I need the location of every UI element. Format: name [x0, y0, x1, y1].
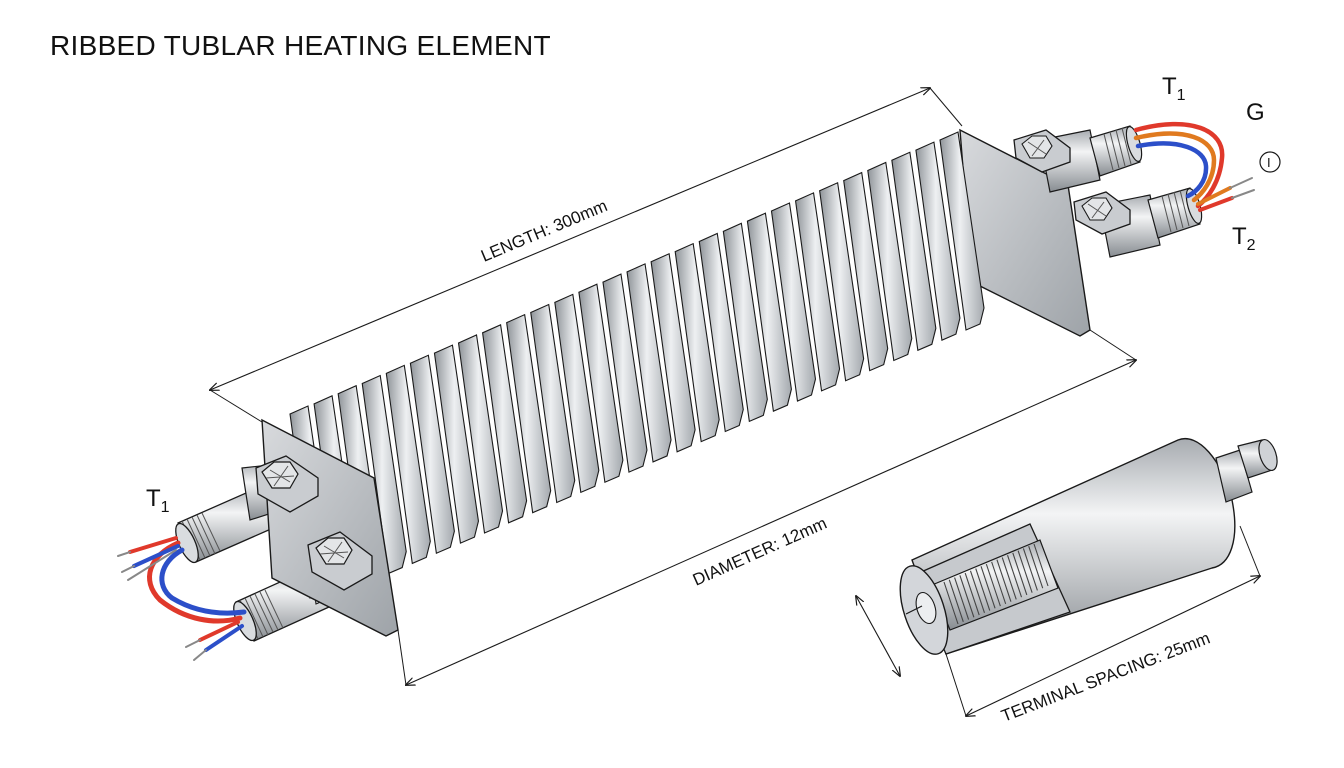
coil-winding [943, 581, 959, 625]
cooling-fins [289, 131, 985, 605]
right-terminal-stud-lower [1073, 187, 1203, 258]
left-wires [117, 536, 247, 661]
hex-nut-upper-left [255, 455, 319, 513]
terminal-subscript: 1 [161, 499, 170, 516]
terminal-letter: T [146, 485, 161, 512]
cutaway-detail [899, 437, 1278, 655]
terminal-label-t1-left: T1 [146, 485, 170, 516]
circle-mark-text: I [1267, 155, 1271, 170]
right-terminal-stud-upper [1013, 125, 1143, 193]
right-terminal-assembly [1013, 121, 1255, 258]
terminal-letter: T [1162, 73, 1177, 100]
circle-mark: I [1259, 151, 1281, 173]
svg-text:T1: T1 [1162, 73, 1186, 104]
fin [939, 131, 985, 331]
right-wires [1133, 121, 1255, 212]
svg-text:T2: T2 [1232, 223, 1256, 254]
terminal-label-t1-right: T1 [1162, 73, 1186, 104]
terminal-subscript: 2 [1247, 237, 1256, 254]
diameter-label: DIAMETER: 12mm [690, 514, 830, 590]
terminal-label-ground: G [1246, 99, 1265, 126]
terminal-spacing-label: TERMINAL SPACING: 25mm [999, 628, 1213, 725]
svg-text:T1: T1 [146, 485, 170, 516]
hex-nut-lower-left [307, 531, 373, 591]
coil-winding [948, 579, 964, 622]
diagram-title: RIBBED TUBLAR HEATING ELEMENT [50, 30, 551, 61]
terminal-letter: T [1232, 223, 1247, 250]
terminal-label-t2-right: T2 [1232, 223, 1256, 254]
terminal-subscript: 1 [1177, 87, 1186, 104]
